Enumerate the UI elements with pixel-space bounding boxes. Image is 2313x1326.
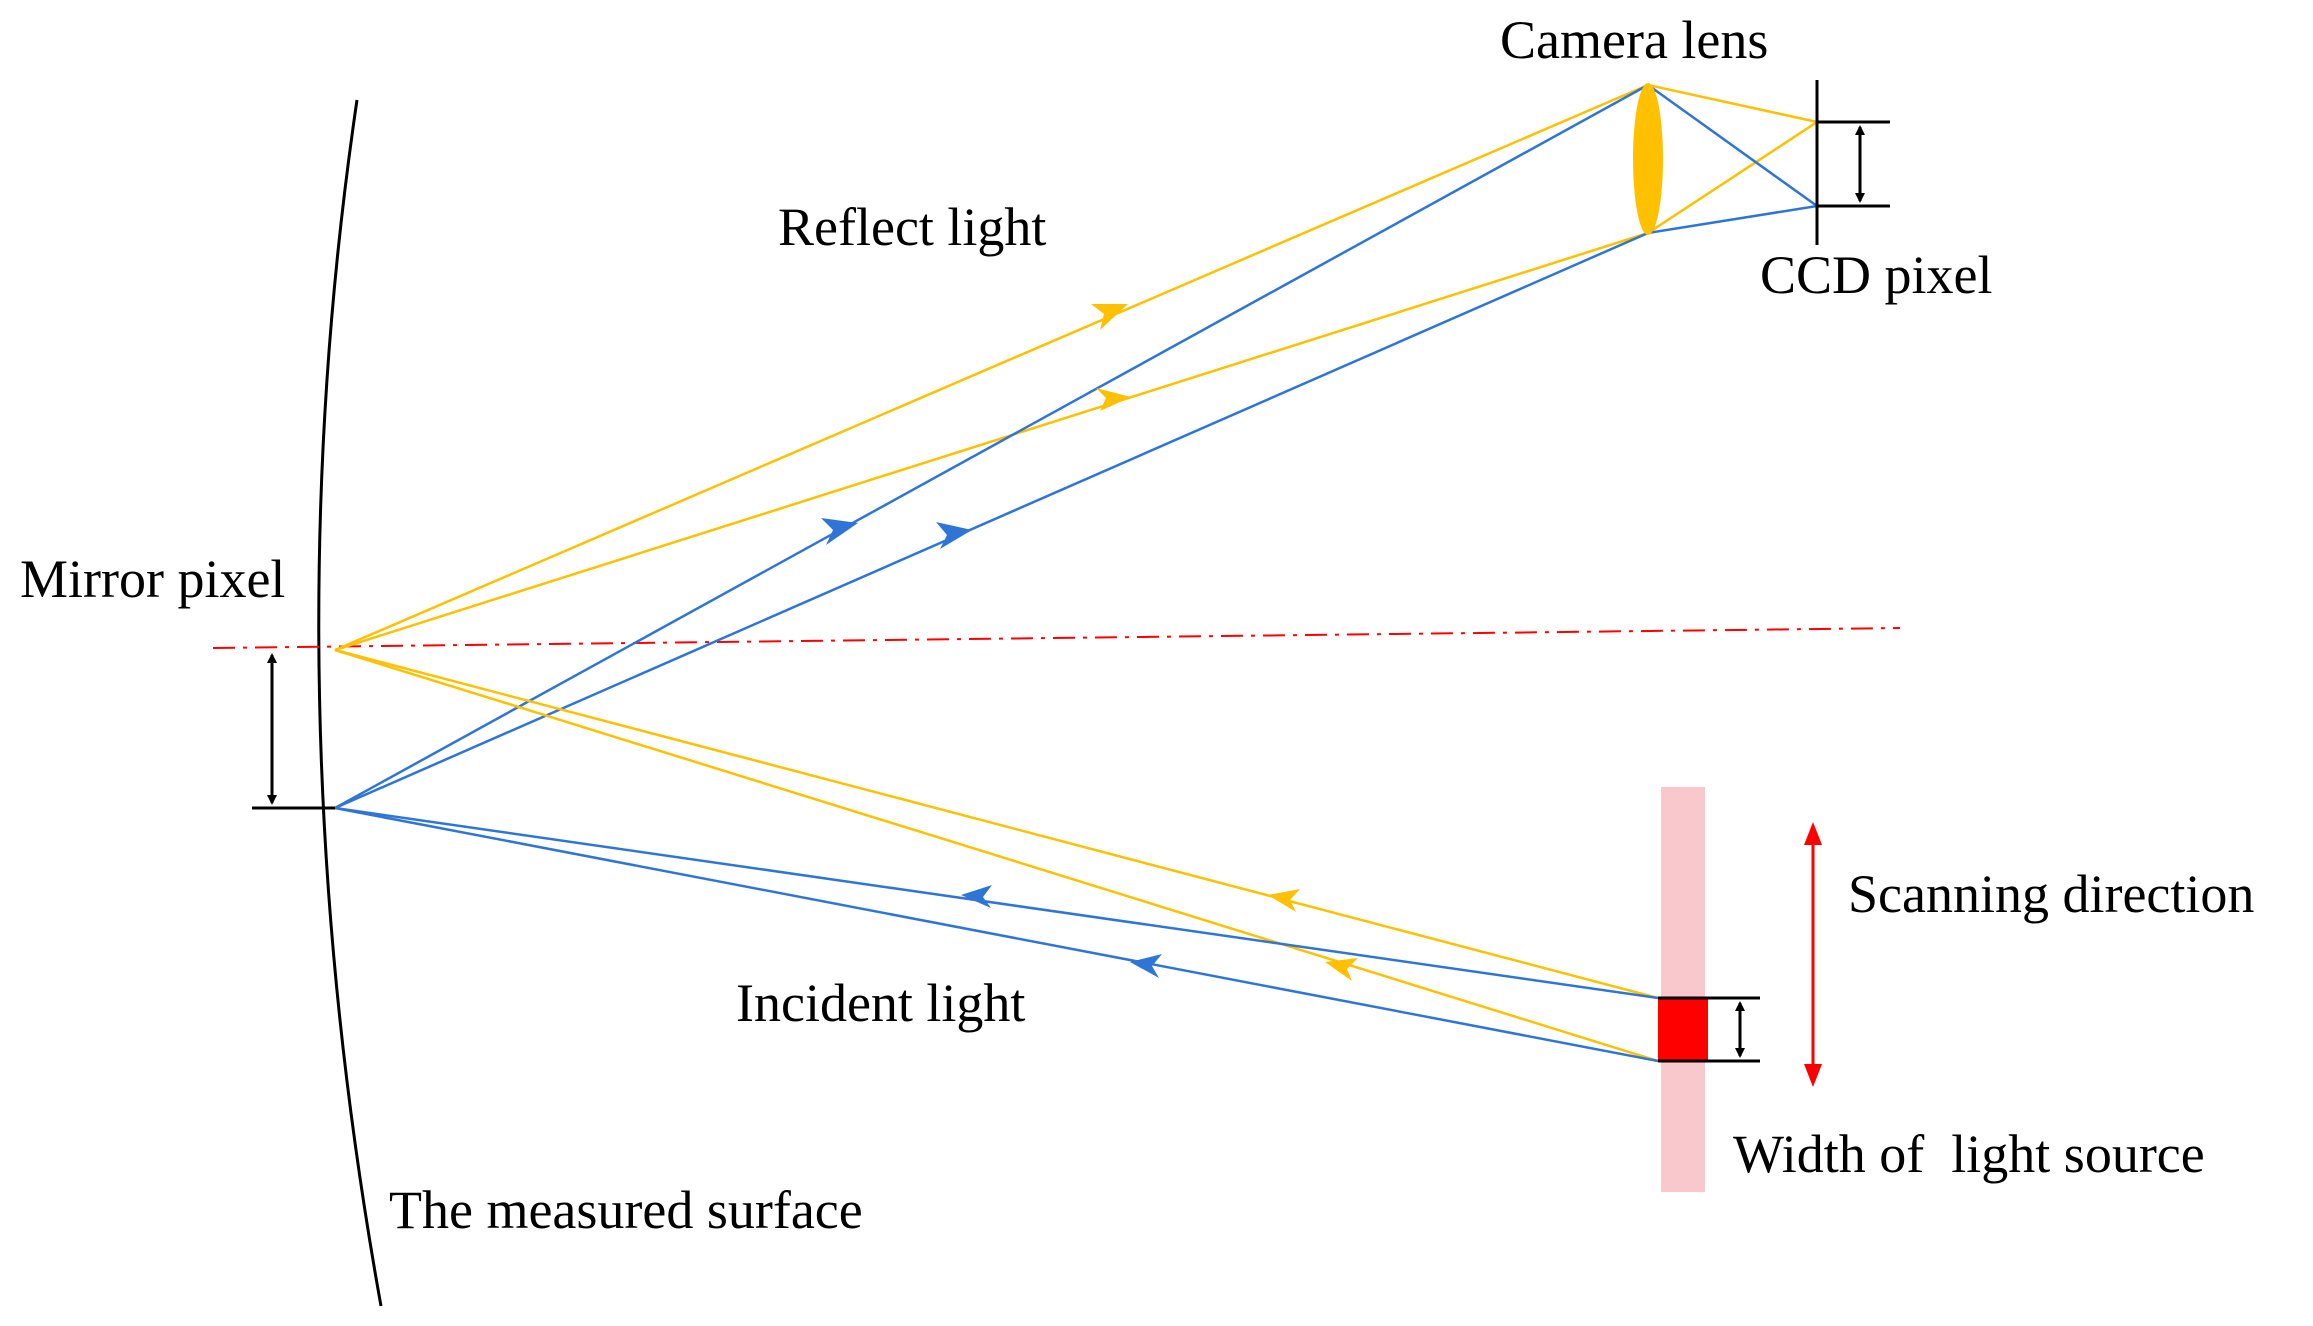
reflected-rays-yellow bbox=[334, 83, 1818, 652]
arrowhead-reflect-blue-2 bbox=[936, 522, 972, 549]
arrowhead-reflect-blue-1 bbox=[821, 518, 858, 545]
light-source-active-region bbox=[1658, 998, 1708, 1061]
incident-light-label: Incident light bbox=[736, 973, 1025, 1033]
optical-axis-line bbox=[212, 627, 1901, 649]
reflected-rays-blue bbox=[334, 83, 1818, 810]
measured-surface-curve bbox=[317, 99, 383, 1307]
ccd-pixel-label: CCD pixel bbox=[1760, 245, 1993, 305]
camera-lens-label: Camera lens bbox=[1500, 10, 1768, 70]
arrowhead-incident-blue-2 bbox=[1130, 954, 1162, 978]
mirror-pixel-label: Mirror pixel bbox=[20, 549, 285, 609]
width-of-light-source-label: Width of light source bbox=[1733, 1124, 2205, 1184]
scanning-direction-label: Scanning direction bbox=[1848, 864, 2254, 924]
incident-rays-blue bbox=[334, 806, 1659, 1063]
reflect-light-label: Reflect light bbox=[778, 197, 1046, 257]
arrowhead-incident-yellow-1 bbox=[1268, 889, 1300, 912]
scanning-direction-arrowhead-up bbox=[1804, 822, 1822, 845]
arrowhead-reflect-yellow-2 bbox=[1096, 388, 1131, 411]
scanning-direction-arrowhead-down bbox=[1804, 1064, 1822, 1087]
light-source-band bbox=[1661, 787, 1705, 1192]
camera-lens-icon bbox=[1633, 83, 1663, 235]
ray-arrowheads bbox=[821, 304, 1358, 981]
incident-rays-yellow bbox=[334, 648, 1659, 1063]
arrowhead-incident-yellow-2 bbox=[1325, 958, 1358, 981]
arrowhead-reflect-yellow-1 bbox=[1091, 304, 1128, 330]
measured-surface-label: The measured surface bbox=[389, 1180, 863, 1240]
arrowhead-incident-blue-1 bbox=[961, 885, 992, 908]
